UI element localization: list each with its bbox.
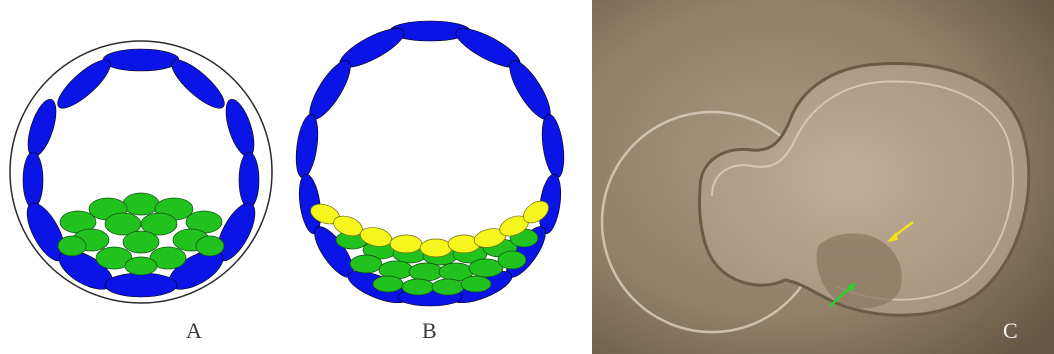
- panel-c-micrograph: [592, 0, 1054, 354]
- panel-a-diagram: [10, 41, 272, 303]
- panel-label-b: B: [422, 318, 437, 344]
- panel-label-a: A: [186, 318, 202, 344]
- panel-b-diagram: [293, 21, 568, 309]
- panel-label-c: C: [1003, 318, 1018, 344]
